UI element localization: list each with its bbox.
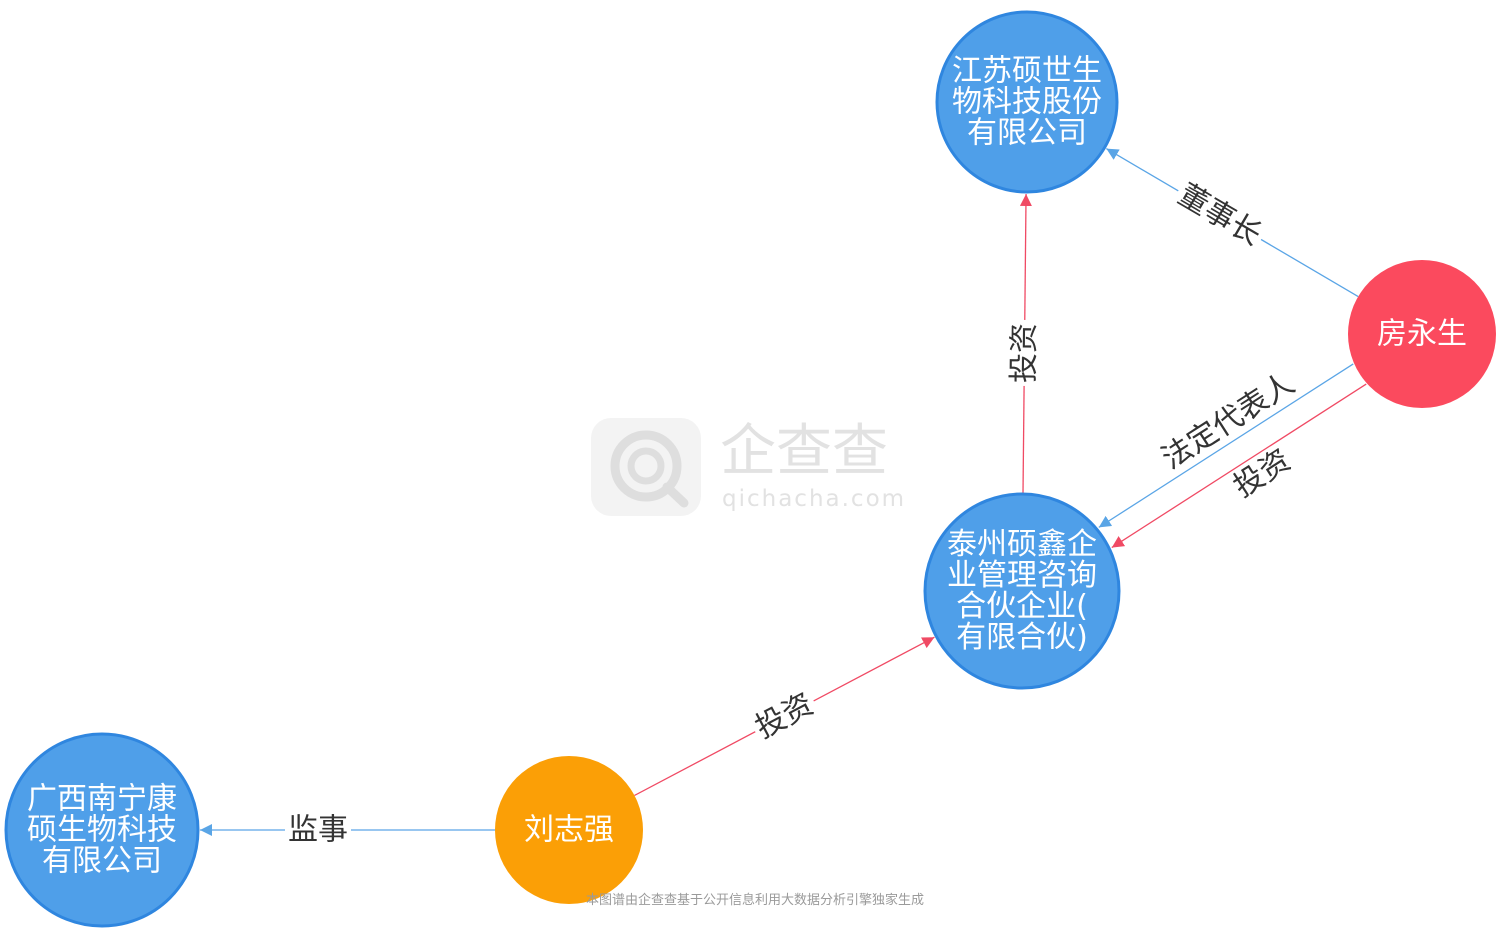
company-node-circle[interactable]: [935, 10, 1119, 194]
watermark-brand: 企查查: [720, 419, 888, 484]
edge-line: [1111, 383, 1367, 549]
company-node-circle[interactable]: [4, 732, 200, 928]
node-label-line: 有限公司: [967, 116, 1087, 151]
node-label-line: 硕生物科技: [27, 813, 177, 848]
node-label-line: 业管理咨询: [947, 558, 1097, 593]
node-label-line: 江苏硕世生: [952, 54, 1102, 89]
node-fang[interactable]: 房永生: [1348, 260, 1496, 408]
node-label-line: 广西南宁康: [27, 782, 177, 817]
footer-note: 本图谱由企查查基于公开信息利用大数据分析引擎独家生成: [586, 893, 925, 908]
node-label-line: 刘志强: [524, 813, 614, 848]
person-node-circle[interactable]: [1348, 260, 1496, 408]
node-liu[interactable]: 刘志强: [495, 756, 643, 904]
edge-label-background: [1169, 175, 1271, 255]
node-label-line: 房永生: [1377, 317, 1467, 352]
edge-line: [1098, 363, 1354, 528]
edge-liu-guangxi-5: 监事: [200, 812, 495, 848]
edge-label-background: [1006, 319, 1043, 387]
edge-label-background: [1153, 364, 1304, 479]
person-node-circle[interactable]: [495, 756, 643, 904]
edge-label: 监事: [288, 813, 348, 848]
edge-taizhou-jiangsu-1: 投资: [1006, 193, 1043, 495]
edge-label-background: [1224, 440, 1300, 507]
node-label-line: 合伙企业(: [956, 589, 1088, 624]
edge-label-background: [746, 685, 823, 748]
edge-fang-taizhou-3: 法定代表人: [1098, 363, 1354, 528]
node-label-line: 物科技股份: [952, 85, 1102, 120]
company-node-circle[interactable]: [923, 492, 1121, 690]
node-label-line: 有限合伙): [956, 620, 1088, 655]
watermark: 企查查 qichacha.com: [591, 418, 906, 516]
edge-fang-jiangsu-0: 董事长: [1105, 148, 1359, 298]
node-label-line: 泰州硕鑫企: [947, 527, 1097, 562]
watermark-domain: qichacha.com: [722, 486, 906, 512]
edge-label-background: [285, 812, 351, 848]
edge-label: 投资: [1007, 323, 1043, 383]
edge-label: 董事长: [1172, 177, 1267, 253]
edge-liu-taizhou-4: 投资: [634, 636, 935, 797]
qichacha-logo-icon: [591, 418, 701, 516]
node-label-line: 有限公司: [42, 844, 162, 879]
